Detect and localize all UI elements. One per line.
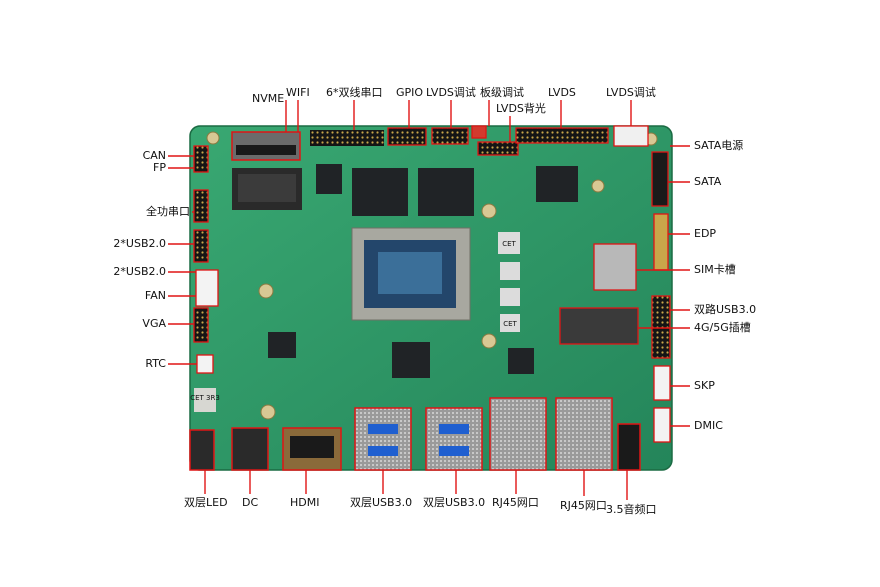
label-lvds-debug-1: LVDS调试 [426, 86, 476, 99]
label-dual-usb30-b: 双层USB3.0 [423, 496, 486, 509]
label-dmic: DMIC [694, 419, 723, 432]
left-connectors [193, 145, 219, 374]
label-lvds-backlight: LVDS背光 [496, 102, 546, 115]
inductor-mark: CET 3R3 [190, 394, 220, 402]
label-rtc: RTC [145, 357, 166, 370]
cpu-area: CET CET [268, 164, 578, 378]
label-lvds: LVDS [548, 86, 576, 99]
label-usb20-b: 2*USB2.0 [113, 265, 166, 278]
label-can: CAN [142, 149, 166, 162]
label-skp: SKP [694, 379, 715, 392]
label-dual-usb30: 双路USB3.0 [694, 303, 757, 316]
label-usb20-a: 2*USB2.0 [113, 237, 166, 250]
label-rj45-b: RJ45网口 [560, 499, 607, 512]
label-board-debug: 板级调试 [480, 86, 524, 99]
leader-lines [168, 100, 690, 500]
label-vga: VGA [142, 317, 166, 330]
label-rj45-a: RJ45网口 [492, 496, 539, 509]
label-4g5g-slot: 4G/5G插槽 [694, 321, 751, 334]
label-dual-usb30-a: 双层USB3.0 [350, 496, 413, 509]
label-sata: SATA [694, 175, 722, 188]
label-full-serial: 全功串口 [146, 205, 190, 218]
label-nvme: NVME [252, 92, 285, 105]
cet-mark-2: CET [503, 320, 517, 328]
label-dual-led: 双层LED [184, 496, 228, 509]
label-fp: FP [153, 161, 166, 174]
label-lvds-debug-2: LVDS调试 [606, 86, 656, 99]
label-fan: FAN [144, 289, 166, 302]
label-audio-jack: 3.5音频口 [606, 503, 657, 516]
right-connectors [559, 151, 671, 443]
label-sim-slot: SIM卡槽 [694, 263, 736, 276]
label-edp: EDP [694, 227, 717, 240]
cet-mark-1: CET [502, 240, 516, 248]
label-hdmi: HDMI [290, 496, 320, 509]
label-wifi: WIFI [286, 86, 310, 99]
label-dual-serial: 6*双线串口 [326, 86, 383, 99]
label-dc: DC [242, 496, 259, 509]
top-connectors [231, 125, 649, 210]
label-sata-power: SATA电源 [694, 139, 744, 152]
label-gpio: GPIO [396, 86, 424, 99]
bottom-ports: CET 3R3 [189, 388, 641, 471]
